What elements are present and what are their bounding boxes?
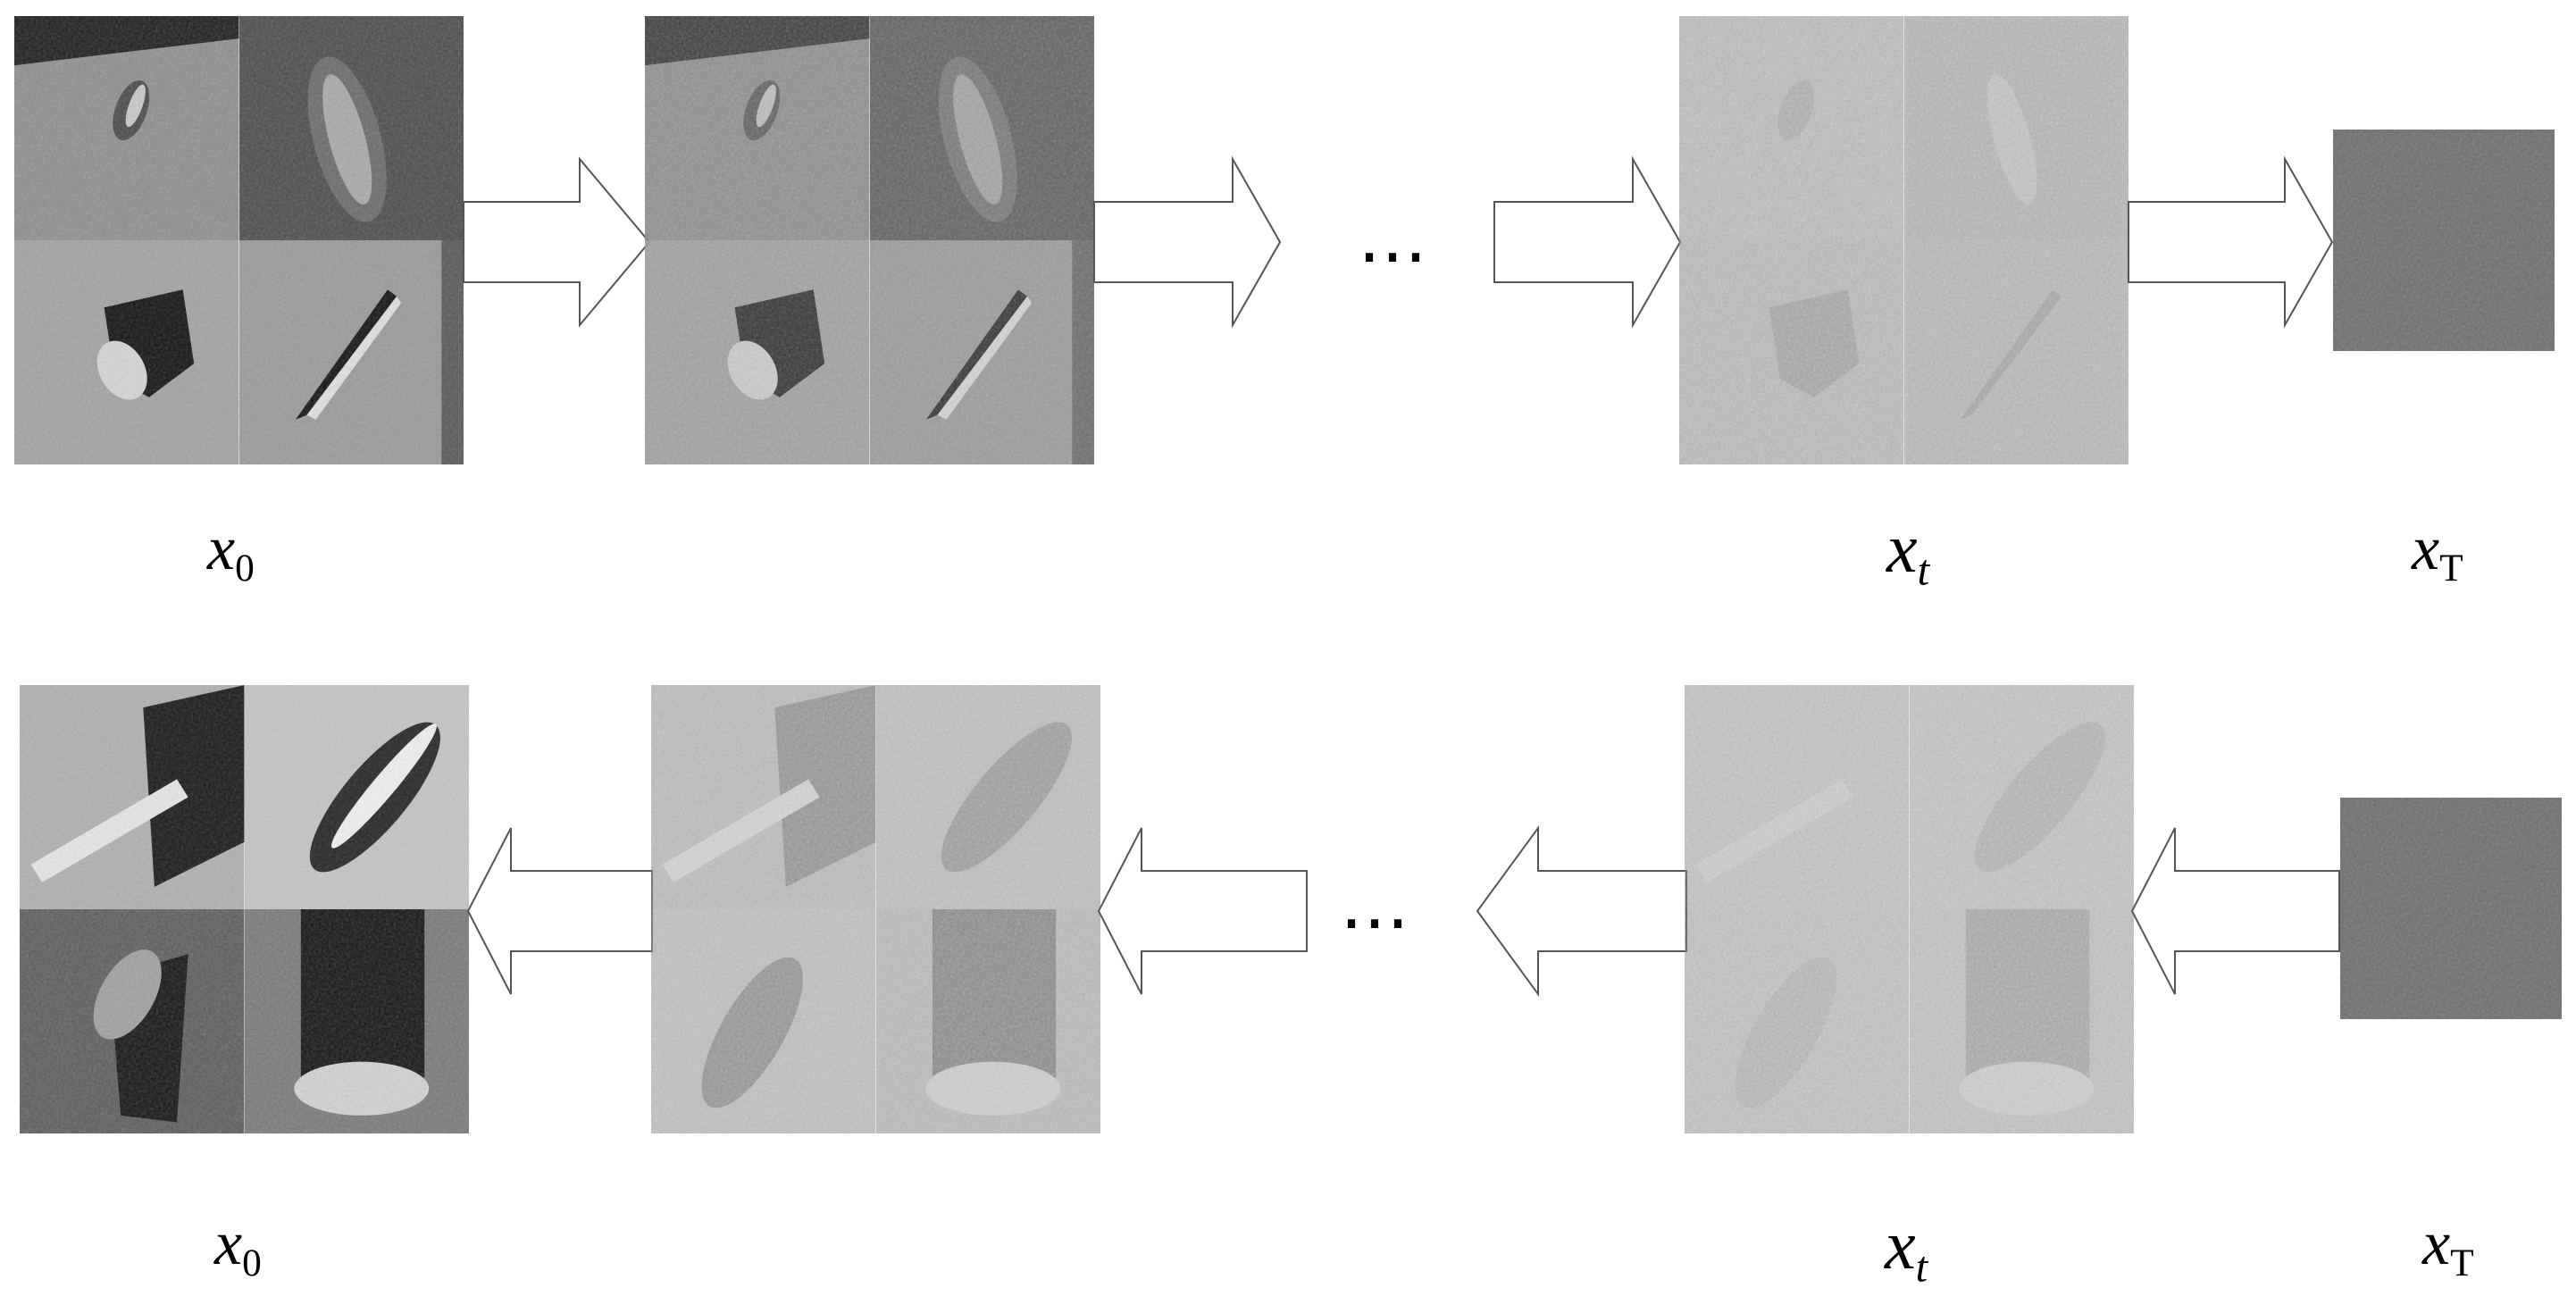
forward-image-grid-xt (1679, 16, 2129, 464)
forward-label-x0: x0 (207, 514, 255, 590)
forward-ellipsis: … (1358, 198, 1433, 279)
sonar-tile-stern (244, 909, 469, 1133)
forward-label-xT: xT (2412, 514, 2463, 590)
sonar-tile-ship-bow (651, 685, 876, 909)
sonar-tile-ship-bow (1685, 685, 1910, 909)
sonar-tile-diagonal-wreck (238, 240, 464, 464)
reverse-image-grid-xt (1685, 685, 2134, 1133)
sonar-tile-ship-hull (1909, 685, 2134, 909)
reverse-ellipsis: … (1340, 865, 1415, 945)
reverse-image-grid-x0 (20, 685, 469, 1133)
sonar-tile-shadow-wreck (14, 240, 239, 464)
forward-arrow-4 (2128, 155, 2334, 329)
reverse-label-x0: x0 (214, 1209, 262, 1285)
reverse-arrow-1 (466, 827, 653, 995)
sonar-tile-stern (875, 909, 1100, 1133)
sonar-tile-shadow-wreck (645, 240, 870, 464)
sonar-tile-ship-hull (875, 685, 1100, 909)
forward-label-xt: xt (1886, 509, 1930, 595)
sonar-tile-diagonal-wreck (869, 240, 1094, 464)
reverse-image-grid-step1 (651, 685, 1100, 1133)
sonar-tile-diagonal-wreck (1903, 240, 2129, 464)
reverse-label-xT: xT (2422, 1209, 2474, 1285)
reverse-arrow-2 (1097, 827, 1308, 995)
sonar-tile-ship-hull (244, 685, 469, 909)
sonar-tile-ship-bow (20, 685, 245, 909)
sonar-tile-large-wreck (1903, 16, 2129, 240)
sonar-tile-small-wreck (14, 16, 239, 240)
sonar-tile-small-wreck (1679, 16, 1904, 240)
sonar-tile-stern (1909, 909, 2134, 1133)
sonar-tile-large-wreck (869, 16, 1094, 240)
reverse-label-xt: xt (1885, 1206, 1928, 1292)
sonar-tile-shadow-wreck (1679, 240, 1904, 464)
forward-arrow-1 (463, 156, 651, 328)
sonar-tile-sunken-bow (1685, 909, 1910, 1133)
reverse-noise-image-xT (2340, 798, 2562, 1019)
forward-image-grid-step1 (645, 16, 1094, 464)
forward-arrow-2 (1093, 155, 1282, 329)
forward-arrow-3 (1493, 155, 1682, 329)
reverse-arrow-3 (1476, 824, 1687, 998)
forward-noise-image-xT (2333, 130, 2555, 351)
sonar-tile-sunken-bow (651, 909, 876, 1133)
sonar-tile-sunken-bow (20, 909, 245, 1133)
sonar-tile-large-wreck (238, 16, 464, 240)
forward-image-grid-x0 (14, 16, 464, 464)
sonar-tile-small-wreck (645, 16, 870, 240)
reverse-arrow-4 (2130, 827, 2340, 995)
